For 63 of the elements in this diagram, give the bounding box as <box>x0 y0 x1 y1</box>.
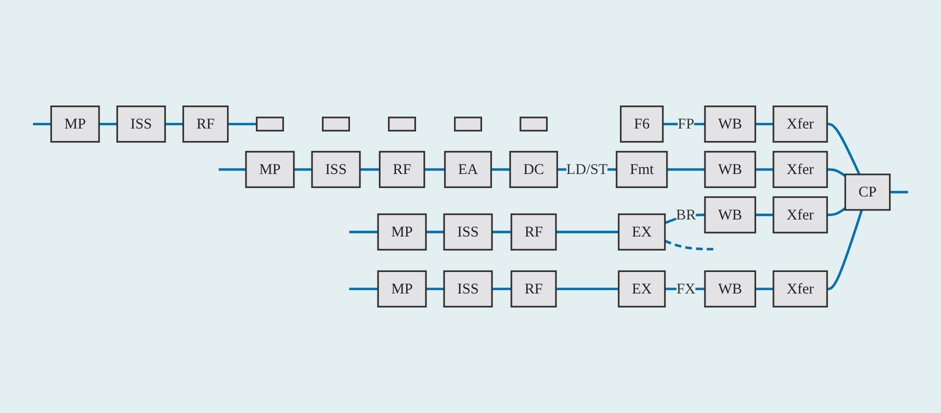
node-box: ISS <box>443 213 493 251</box>
node-box: WB <box>704 196 756 234</box>
connector <box>99 122 118 126</box>
connector <box>827 168 846 178</box>
node-box: Xfer <box>772 150 828 188</box>
node-box: EX <box>618 270 666 308</box>
connector <box>492 230 512 234</box>
node-box: Fmt <box>616 150 668 188</box>
connector <box>33 122 52 126</box>
node-box: MP <box>245 150 295 188</box>
connector <box>755 168 774 171</box>
node-box <box>454 116 482 132</box>
connector <box>360 168 380 171</box>
connector <box>218 168 246 171</box>
connector <box>349 230 378 234</box>
connector <box>827 207 846 216</box>
connector <box>426 288 444 290</box>
node-box: Xfer <box>772 196 828 234</box>
node-box <box>322 116 350 132</box>
edge-label: FX <box>676 280 696 297</box>
connector <box>827 210 863 290</box>
node-box: CP <box>844 174 891 211</box>
node-box: ISS <box>116 106 166 143</box>
connector <box>426 230 444 234</box>
connector <box>349 288 378 290</box>
node-box <box>520 116 548 132</box>
node-box: RF <box>510 270 557 308</box>
edge-label: BR <box>676 206 696 223</box>
node-box: ISS <box>443 270 493 308</box>
connector <box>755 288 774 290</box>
connector <box>556 230 619 234</box>
connector <box>890 190 908 194</box>
connector <box>165 122 184 126</box>
node-box: EA <box>444 150 492 188</box>
node-box <box>388 116 416 132</box>
connector <box>424 168 445 171</box>
connector <box>492 288 512 290</box>
node-box: RF <box>378 150 426 188</box>
node-box: DC <box>509 150 558 188</box>
node-box: MP <box>50 106 100 143</box>
node-box: ISS <box>311 150 361 188</box>
node-box: MP <box>377 270 427 308</box>
node-box: Xfer <box>772 106 828 143</box>
node-box: F6 <box>620 106 664 143</box>
edge-label: LD/ST <box>566 160 608 178</box>
node-box: WB <box>704 150 756 188</box>
node-box: RF <box>510 213 557 251</box>
node-box: WB <box>704 106 756 143</box>
node-box: WB <box>704 270 756 308</box>
connector <box>491 168 510 171</box>
node-box: RF <box>182 106 229 143</box>
node-box: MP <box>377 213 427 251</box>
connector <box>755 214 774 216</box>
edge-label: FP <box>678 115 694 132</box>
connector <box>228 122 257 126</box>
node-box: Xfer <box>772 270 828 308</box>
connector <box>827 122 860 175</box>
connector <box>755 122 774 126</box>
node-box: EX <box>618 213 666 251</box>
node-box <box>256 116 284 132</box>
connector <box>666 168 705 171</box>
connector <box>556 288 619 290</box>
connector <box>294 168 312 171</box>
